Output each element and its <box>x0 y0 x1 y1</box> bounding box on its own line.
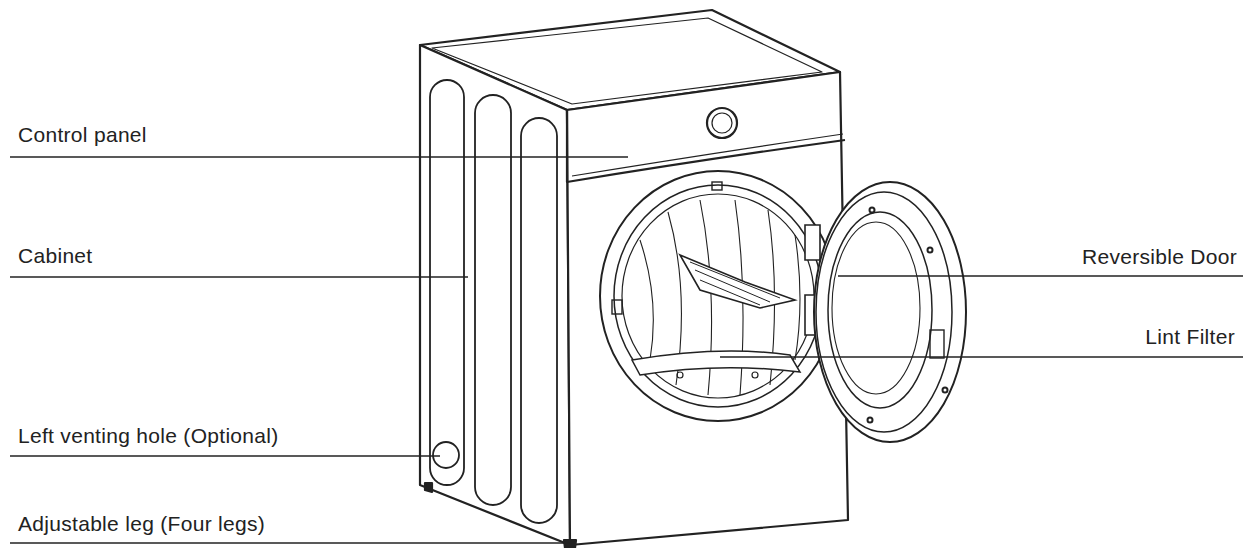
dryer-body <box>420 10 848 548</box>
part-label: Reversible Door <box>1082 246 1237 267</box>
part-label: Lint Filter <box>1145 326 1235 347</box>
part-label: Left venting hole (Optional) <box>18 425 279 446</box>
part-label: Adjustable leg (Four legs) <box>18 513 265 534</box>
part-label: Cabinet <box>18 245 92 266</box>
drum-opening <box>600 171 836 421</box>
part-label: Control panel <box>18 124 147 145</box>
leader-lines <box>10 157 1243 543</box>
door <box>805 182 966 442</box>
